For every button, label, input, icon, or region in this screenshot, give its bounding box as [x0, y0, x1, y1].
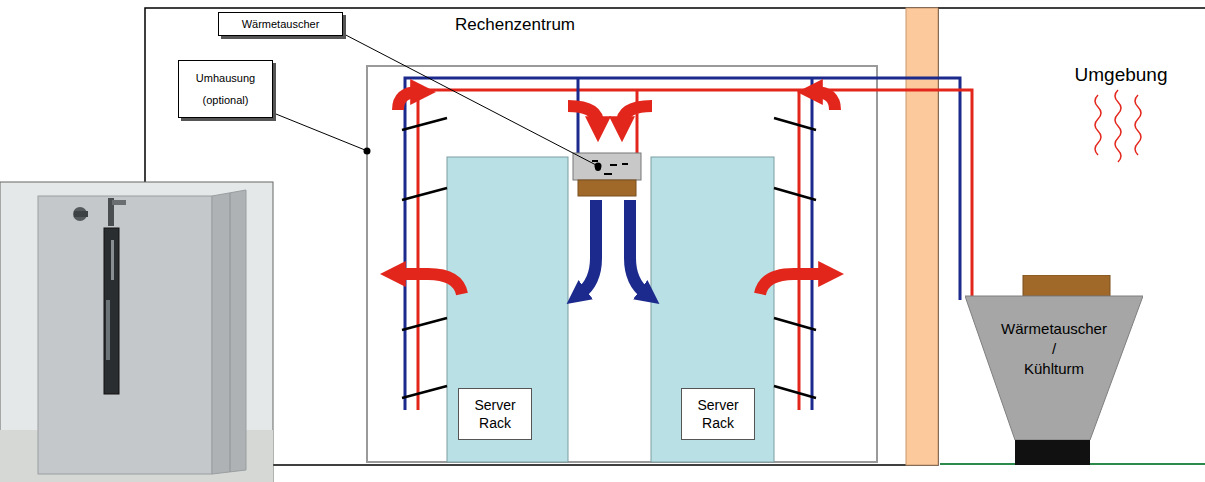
server-rack-box: Server Rack: [458, 388, 532, 440]
room-box: WärmetauscherUmhausung (optional) Server …: [145, 8, 938, 465]
drawing-part: [774, 386, 816, 398]
drawing-part: [402, 386, 447, 398]
drawing-part: [398, 92, 835, 294]
tower-body: [965, 296, 1143, 440]
hot-air-arrow: [568, 106, 598, 124]
drawing-part: [604, 173, 612, 175]
server-rack-box: Server Rack: [681, 388, 755, 440]
cabinet-window: [104, 228, 119, 394]
room-title: Rechenzentrum: [455, 15, 575, 35]
hot-air-arrow: [815, 92, 835, 110]
box-label: Wärmetauscher: [242, 17, 320, 31]
cabinet-knob: [74, 211, 88, 217]
area-label: Umgebung: [1075, 64, 1168, 86]
tower-base: [1015, 440, 1090, 465]
drawing-part: [592, 160, 598, 162]
heat-exchanger: [573, 153, 641, 180]
tower-label: Wärmetauscher / Kühlturm: [965, 319, 1143, 379]
cold-air-arrow: [630, 200, 646, 294]
tower-top: [1023, 275, 1110, 296]
drawing-part: [622, 163, 628, 165]
cold-air-arrow: [580, 200, 596, 294]
room-line: [938, 7, 1205, 9]
box-label: Umhausung (optional): [183, 67, 268, 111]
hot-air-arrow: [398, 92, 418, 110]
cabinet-handle: [112, 200, 126, 205]
pipe-holders: [402, 118, 816, 398]
hot-pipe: [418, 90, 972, 410]
photo-background: [0, 182, 273, 482]
heat-waves: [1095, 90, 1141, 162]
enclosure-photo: [0, 182, 273, 482]
leader-line: [340, 32, 596, 165]
box-label: Server Rack: [687, 396, 749, 432]
drawing-part: [774, 188, 816, 200]
heat-exchanger-fan: [578, 180, 636, 196]
cabinet-front: [38, 196, 212, 474]
enclosure-outline: [367, 66, 877, 462]
drawing-part: [610, 164, 617, 166]
drawing-part: [1095, 95, 1101, 155]
cooling-tower: Wärmetauscher / Kühlturm: [965, 275, 1143, 465]
callout-box: Umhausung (optional): [178, 60, 273, 118]
cold-pipe: [405, 78, 960, 410]
hot-pipe: [798, 90, 801, 410]
hot-air-arrow: [760, 274, 826, 294]
leader-dot: [364, 148, 371, 155]
cabinet-knob: [73, 207, 87, 221]
drawing-part: [1115, 90, 1121, 162]
callout-box: Wärmetauscher: [218, 12, 343, 36]
drawing-part: [774, 318, 816, 330]
drawing-part: [774, 118, 816, 130]
leader-line: [271, 112, 365, 150]
leader-dot: [595, 163, 602, 170]
window-reflection: [106, 300, 110, 360]
heat-exchanger-symbol: [592, 160, 628, 175]
rack-body: [447, 157, 568, 462]
rack-body: [651, 157, 774, 462]
drawing-part: [402, 188, 447, 200]
drawing-part: [402, 118, 447, 130]
box-label: Server Rack: [464, 396, 526, 432]
cabinet-seam: [230, 193, 231, 472]
drawing-part: [1135, 95, 1141, 155]
hot-pipe: [636, 90, 639, 153]
hot-air-arrow: [622, 106, 652, 124]
window-reflection: [111, 240, 114, 280]
hot-air-arrow: [398, 274, 462, 294]
cabinet-side: [212, 190, 246, 474]
drawing-part: [402, 318, 447, 330]
cold-pipe: [577, 78, 580, 153]
